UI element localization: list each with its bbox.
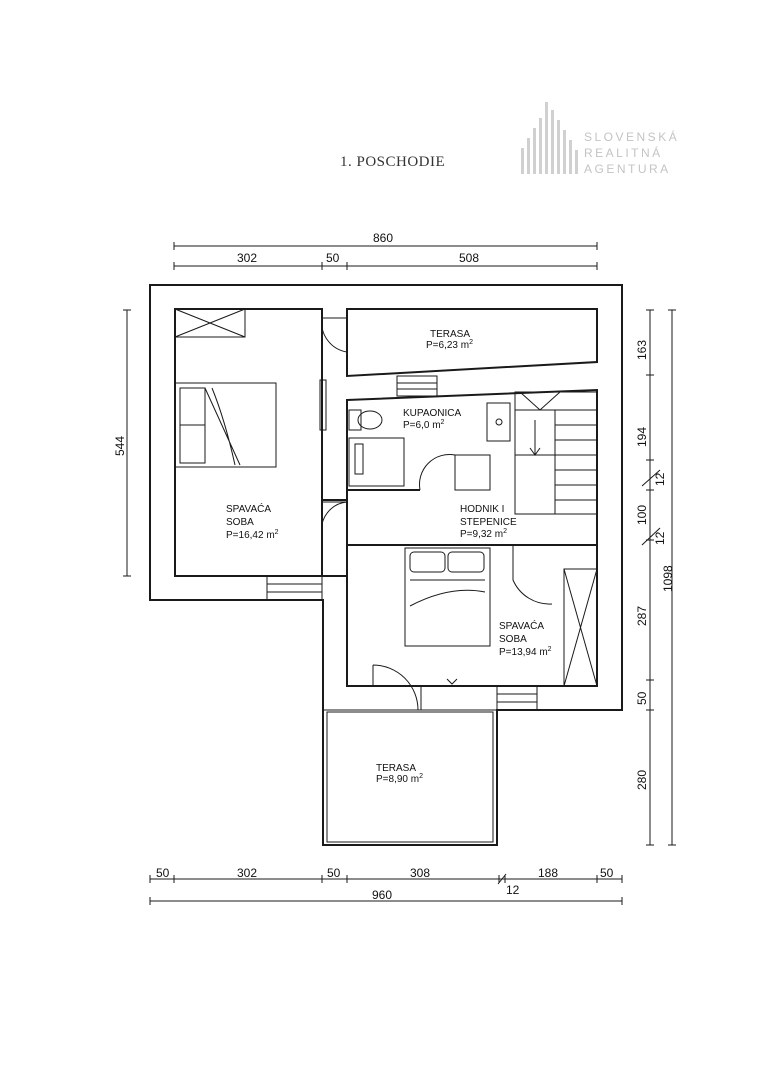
dim-right-163: 163	[635, 340, 649, 360]
doors	[319, 317, 553, 711]
dim-bottom-50b: 50	[327, 866, 341, 880]
agency-logo: SLOVENSKÁ REALITNÁ AGENTURA	[521, 102, 679, 176]
windows	[266, 375, 538, 711]
room-spavaca-right: SPAVAĆA SOBA P=13,94 m2	[499, 619, 552, 658]
outer-walls	[149, 284, 623, 846]
top-dimension-lines	[173, 242, 598, 270]
bed-icon	[174, 382, 277, 468]
dim-bottom-12: 12	[506, 883, 520, 897]
dim-right-1098: 1098	[661, 565, 675, 592]
dim-right-12a: 12	[653, 472, 667, 486]
room-name: SPAVAĆA	[499, 619, 544, 632]
room-name: SOBA	[499, 634, 527, 645]
shower-icon	[348, 437, 405, 487]
right-dimension-lines	[641, 309, 676, 846]
room-area: P=9,32 m2	[460, 528, 507, 540]
dim-right-194: 194	[635, 427, 649, 447]
dim-bottom-308: 308	[410, 866, 430, 880]
room-name: SPAVAĆA	[226, 502, 271, 515]
room-name: TERASA	[430, 329, 470, 340]
logo-line-2: REALITNÁ	[584, 145, 663, 160]
left-bedroom-furniture	[174, 308, 277, 468]
room-name: STEPENICE	[460, 517, 517, 528]
dim-top-total: 860	[373, 231, 393, 245]
room-area: P=6,23 m2	[426, 339, 473, 351]
right-bedroom-furniture	[404, 547, 598, 687]
logo-line-1: SLOVENSKÁ	[584, 129, 679, 144]
dim-right-100: 100	[635, 505, 649, 525]
dim-top-302: 302	[237, 251, 257, 265]
dim-bottom-50a: 50	[156, 866, 170, 880]
dim-bottom-960: 960	[372, 888, 392, 902]
room-name: KUPAONICA	[403, 408, 461, 419]
sink-icon	[486, 402, 511, 442]
room-area: P=8,90 m2	[376, 773, 423, 785]
dim-right-12b: 12	[653, 531, 667, 545]
staircase	[514, 391, 598, 515]
dim-left-544: 544	[113, 436, 127, 456]
room-area: P=13,94 m2	[499, 646, 552, 658]
room-area: P=6,0 m2	[403, 419, 445, 431]
dim-top-50: 50	[326, 251, 340, 265]
dim-bottom-50c: 50	[600, 866, 614, 880]
bathroom-furniture	[348, 402, 511, 491]
dim-right-287: 287	[635, 606, 649, 626]
dim-bottom-188: 188	[538, 866, 558, 880]
room-hodnik: HODNIK I STEPENICE P=9,32 m2	[460, 504, 517, 540]
toilet-icon	[357, 410, 383, 430]
bed-icon	[404, 547, 491, 647]
dim-right-280: 280	[635, 770, 649, 790]
wardrobe-icon	[563, 568, 598, 687]
room-spavaca-left: SPAVAĆA SOBA P=16,42 m2	[226, 502, 279, 541]
dim-bottom-302: 302	[237, 866, 257, 880]
dim-top-508: 508	[459, 251, 479, 265]
room-kupaonica: KUPAONICA P=6,0 m2	[403, 408, 461, 431]
logo-line-3: AGENTURA	[584, 162, 671, 176]
room-area: P=16,42 m2	[226, 529, 279, 541]
logo-bars-icon	[521, 102, 578, 174]
room-terasa-bottom: TERASA P=8,90 m2	[376, 763, 423, 785]
left-dimension-line	[123, 309, 131, 577]
dim-right-50: 50	[635, 691, 649, 705]
room-name: TERASA	[376, 763, 416, 774]
bottom-dimension-lines	[149, 873, 623, 905]
room-name: HODNIK I	[460, 504, 504, 515]
plan-title: 1. POSCHODIE	[340, 154, 445, 170]
room-name: SOBA	[226, 517, 254, 528]
room-terasa-top: TERASA P=6,23 m2	[426, 329, 473, 351]
